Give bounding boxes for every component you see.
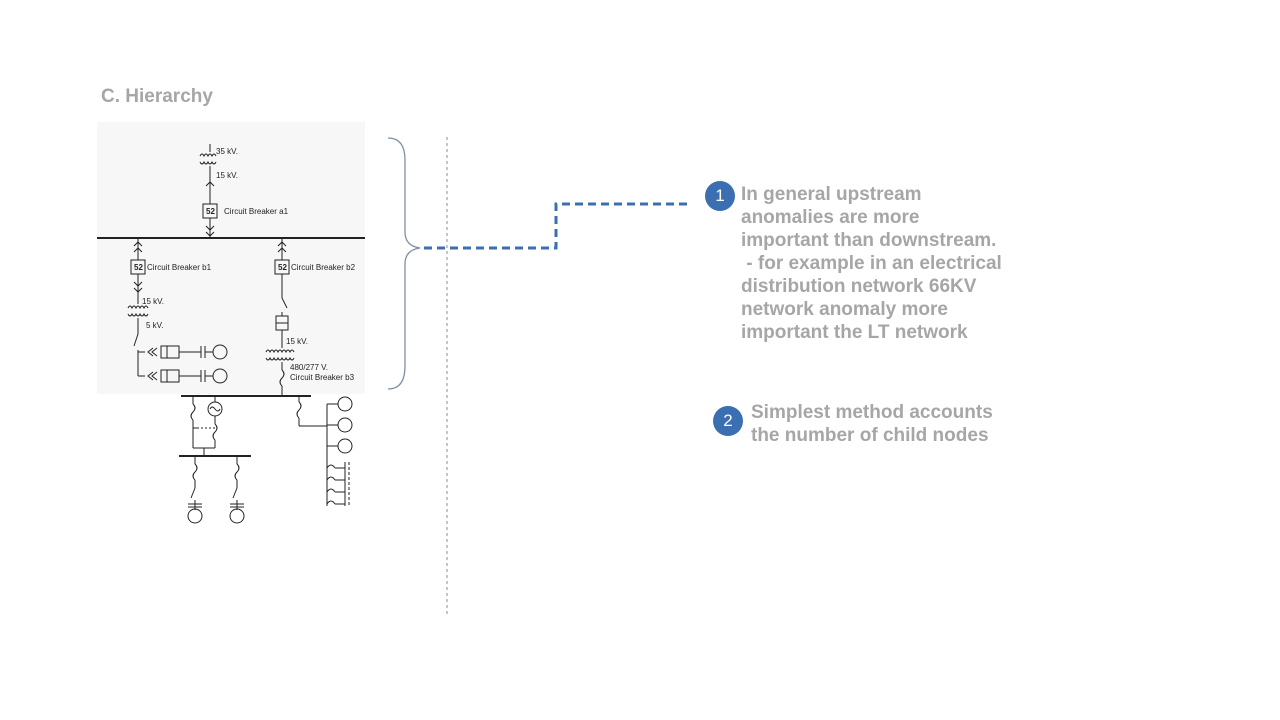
slide-title: C. Hierarchy [101,86,213,107]
label-circuit-breaker-b1: Circuit Breaker b1 [147,263,212,272]
single-line-diagram: 35 kV. 15 kV. 52 Circuit Breaker a1 52 C… [97,122,365,538]
label-code-a1: 52 [206,207,215,216]
note-1-line: important the LT network [741,322,968,343]
label-35kv: 35 kV. [216,147,238,156]
label-code-b2: 52 [278,263,287,272]
note-1-text: In general upstream anomalies are more i… [741,183,1002,344]
note-1-number-badge: 1 [705,181,735,211]
label-480-277v: 480/277 V. [290,363,328,372]
label-15kv-right: 15 kV. [286,337,308,346]
dashed-connector [424,202,688,250]
note-2-text: Simplest method accounts the number of c… [751,401,993,447]
label-15kv-top: 15 kV. [216,171,238,180]
note-1-line: network anomaly more [741,299,948,320]
label-5kv: 5 kV. [146,321,164,330]
label-code-b1: 52 [134,263,143,272]
label-circuit-breaker-b2: Circuit Breaker b2 [291,263,356,272]
label-circuit-breaker-a1: Circuit Breaker a1 [224,207,289,216]
curly-brace [387,137,421,390]
note-1-line: anomalies are more [741,207,920,228]
note-2-number-badge: 2 [713,406,743,436]
note-2-line: the number of child nodes [751,425,989,446]
note-2-line: Simplest method accounts [751,402,993,423]
label-circuit-breaker-b3: Circuit Breaker b3 [290,373,355,382]
note-1-line: distribution network 66KV [741,276,977,297]
note-1-line: - for example in an electrical [741,253,1002,274]
note-1-line: In general upstream [741,184,922,205]
label-15kv-left: 15 kV. [142,297,164,306]
note-1-line: important than downstream. [741,230,997,251]
